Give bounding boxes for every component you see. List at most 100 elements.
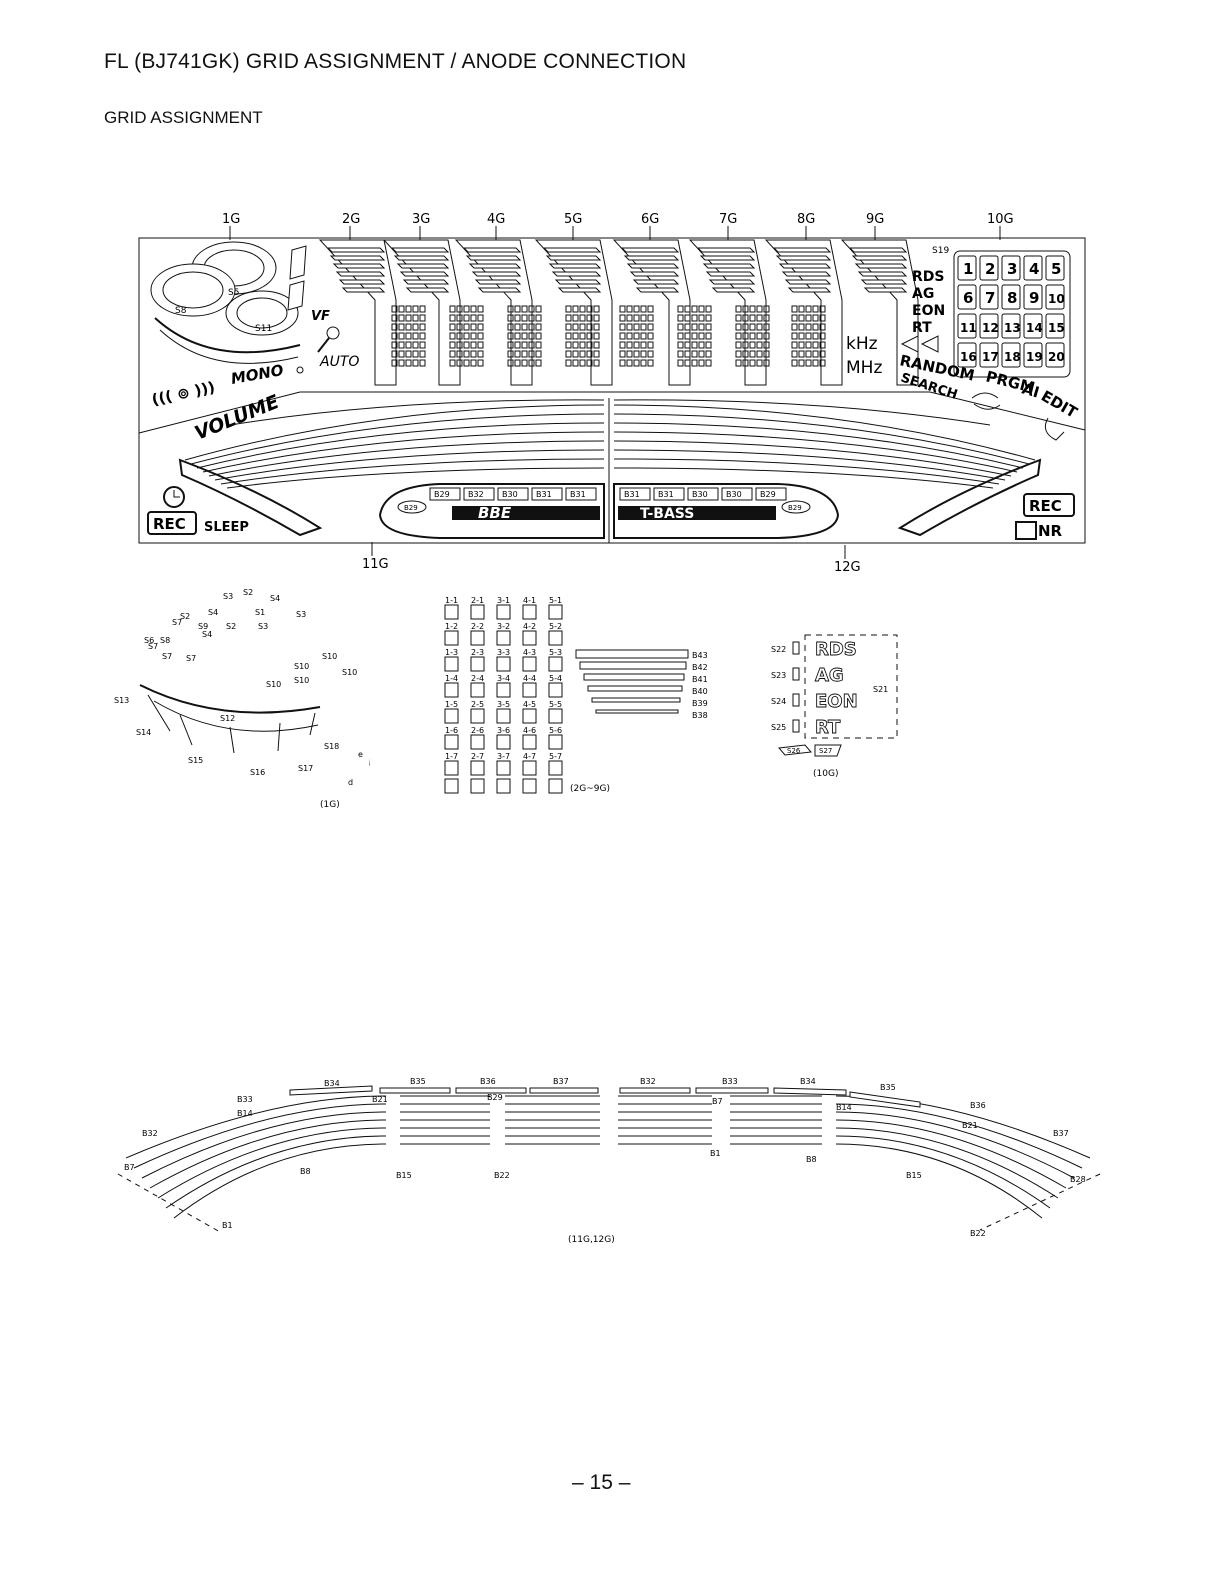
matrix-dot	[805, 359, 812, 367]
matrix-dot	[619, 314, 626, 322]
number-key-label: 11	[960, 321, 977, 335]
matrix-dot	[456, 350, 463, 358]
bar-segment	[784, 279, 832, 285]
page-number: – 15 –	[572, 1471, 631, 1494]
detail-10g-seg-label: S24	[771, 697, 786, 706]
matrix-dot	[521, 359, 528, 367]
bar-segment	[848, 247, 908, 253]
bar-segment	[702, 263, 756, 269]
s26-label: S26	[787, 747, 801, 755]
number-key-label: 12	[982, 321, 999, 335]
bar-segment	[329, 255, 386, 261]
matrix-dot	[456, 305, 463, 313]
detail-1g-label: S4	[270, 594, 280, 603]
matrix-cell	[444, 656, 459, 672]
bar-label: B40	[692, 687, 708, 696]
svg-text:B29: B29	[788, 504, 802, 512]
bar-segment	[851, 255, 908, 261]
matrix-dot	[749, 332, 756, 340]
detail-1g-label: S4	[202, 630, 212, 639]
matrix-cell-label: 5-3	[549, 648, 562, 657]
matrix-dot	[791, 323, 798, 331]
matrix-dot	[798, 341, 805, 349]
grid-label-12g: 12G	[834, 560, 861, 575]
left-arc-line	[196, 422, 605, 469]
detail-10g-seg-label: S23	[771, 671, 786, 680]
matrix-dot	[528, 359, 535, 367]
matrix-dot	[477, 332, 484, 340]
matrix-dot	[619, 332, 626, 340]
matrix-dot	[798, 305, 805, 313]
surround-icon: ((( ⊚ )))	[150, 378, 216, 409]
matrix-cell-label: 1-1	[445, 596, 458, 605]
matrix-dot	[791, 305, 798, 313]
detail-10g-row-text: RDS	[815, 639, 857, 660]
matrix-dot	[391, 332, 398, 340]
arc-segment-right	[835, 1119, 1067, 1189]
matrix-dot	[805, 314, 812, 322]
matrix-dot	[449, 332, 456, 340]
matrix-dot	[677, 323, 684, 331]
number-key-label: 1	[963, 260, 973, 278]
bottom-indicators: REC SLEEP REC NR	[147, 486, 1075, 540]
center-left-segment-label: B29	[434, 490, 450, 499]
matrix-dot	[579, 332, 586, 340]
matrix-dot	[812, 359, 819, 367]
number-key-box	[957, 284, 977, 310]
matrix-dot	[579, 341, 586, 349]
column-outline	[764, 239, 843, 386]
grid-label-8g: 8G	[797, 212, 815, 227]
detail-1g-label: S3	[296, 610, 306, 619]
matrix-dot	[647, 350, 654, 358]
bar-segment	[468, 263, 522, 269]
center-left-segment-label: B32	[468, 490, 484, 499]
matrix-dot	[677, 305, 684, 313]
arc-segment-right	[835, 1103, 1083, 1169]
number-key-box	[1023, 255, 1043, 281]
sleep-label: SLEEP	[204, 520, 249, 535]
matrix-cell	[470, 760, 485, 776]
number-key-box	[1045, 313, 1065, 339]
bar-segment	[462, 247, 522, 253]
left-arc-line	[214, 449, 605, 481]
number-key-label: 7	[985, 289, 995, 307]
arc-label-right: B37	[1053, 1129, 1069, 1138]
matrix-dot	[805, 341, 812, 349]
matrix-dot	[535, 341, 542, 349]
arc-label-left: B36	[480, 1077, 496, 1086]
detail-2g-9g-caption: (2G~9G)	[570, 784, 610, 794]
center-left-segment-label: B30	[502, 490, 518, 499]
matrix-dot	[626, 323, 633, 331]
detail-1g-label: d	[348, 778, 353, 787]
bar-segment	[711, 287, 756, 293]
matrix-dot	[391, 305, 398, 313]
matrix-dot	[565, 305, 572, 313]
matrix-dot	[419, 305, 426, 313]
bar-segment	[341, 287, 386, 293]
matrix-dot	[528, 332, 535, 340]
matrix-dot	[647, 314, 654, 322]
matrix-dot	[565, 341, 572, 349]
bar-segment	[338, 279, 386, 285]
matrix-cell-label: 1-4	[445, 674, 458, 683]
center-right-segment-label: B31	[624, 490, 640, 499]
auto-label: AUTO	[319, 354, 359, 370]
matrix-cell	[444, 778, 459, 794]
matrix-dot	[619, 323, 626, 331]
center-right-segment-label: B31	[658, 490, 674, 499]
bar-segment	[390, 247, 450, 253]
detail-1g-label: S2	[180, 612, 190, 621]
arc-label-right: B35	[880, 1083, 896, 1092]
matrix-cell-label: 2-6	[471, 726, 484, 735]
matrix-dot	[763, 314, 770, 322]
detail-1g-label: S4	[208, 608, 218, 617]
detail-1g-label: S17	[298, 764, 313, 773]
matrix-cell	[496, 734, 511, 750]
matrix-dot	[572, 359, 579, 367]
arc-label-right: B28	[1070, 1175, 1086, 1184]
number-key-box	[1023, 313, 1043, 339]
matrix-dot	[514, 341, 521, 349]
matrix-dot	[586, 305, 593, 313]
matrix-dot	[528, 323, 535, 331]
matrix-dot	[633, 359, 640, 367]
